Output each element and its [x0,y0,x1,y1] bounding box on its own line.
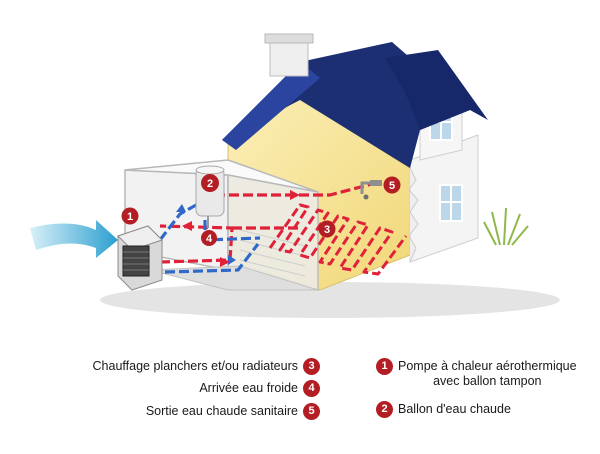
svg-text:2: 2 [207,178,213,190]
air-intake-arrow-icon [30,220,118,258]
legend-badge-4: 4 [303,380,320,397]
heat-pump-house-diagram: 1 2 3 4 5 [0,0,600,340]
marker-4: 4 [201,230,217,246]
legend-item-5: Sortie eau chaude sanitaire 5 [20,403,320,421]
svg-text:3: 3 [324,224,330,236]
legend-text-2: Ballon d'eau chaude [398,402,511,417]
legend-badge-1: 1 [376,358,393,375]
legend-badge-5: 5 [303,403,320,420]
marker-1: 1 [122,208,139,225]
legend-badge-3: 3 [303,358,320,375]
svg-text:5: 5 [389,180,395,192]
legend-text-5: Sortie eau chaude sanitaire [146,404,298,419]
ground-shadow [100,282,560,318]
marker-2: 2 [201,174,219,192]
marker-3: 3 [319,221,336,238]
legend-item-1: 1 Pompe à chaleur aérothermique avec bal… [376,358,596,390]
legend-item-2: 2 Ballon d'eau chaude [376,401,596,419]
heat-pump-unit [118,226,162,290]
chimney [270,40,308,76]
legend-badge-2: 2 [376,401,393,418]
legend-item-3: Chauffage planchers et/ou radiateurs 3 [20,358,320,376]
legend-item-4: Arrivée eau froide 4 [20,380,320,398]
legend-text-1: Pompe à chaleur aérothermique avec ballo… [398,359,577,389]
legend-text-4: Arrivée eau froide [199,381,298,396]
marker-5: 5 [384,177,401,194]
svg-text:4: 4 [206,233,213,245]
legend-text-3: Chauffage planchers et/ou radiateurs [93,359,298,374]
grass-icon [484,208,528,245]
fan-grille-icon [123,246,149,276]
svg-text:1: 1 [127,211,133,223]
